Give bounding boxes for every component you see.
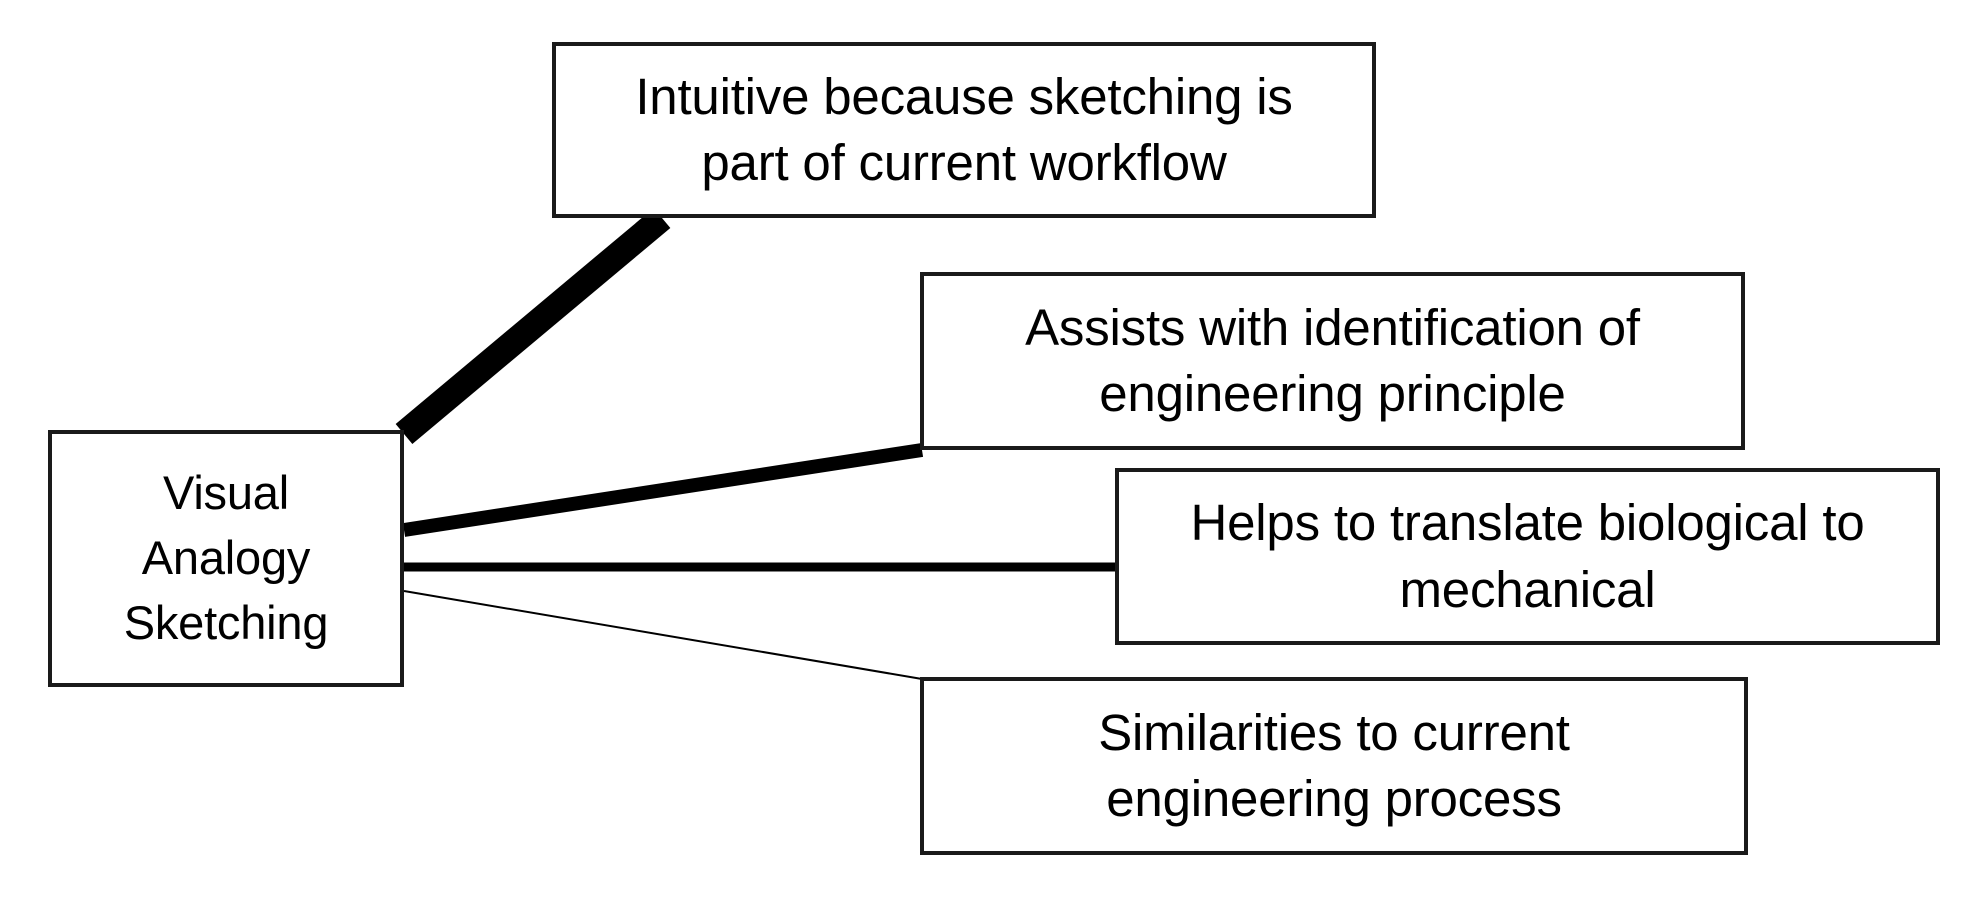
node-identification-engineering-principle-label: Assists with identification of engineeri… xyxy=(1025,298,1640,422)
node-visual-analogy-sketching-label: Visual Analogy Sketching xyxy=(123,466,329,649)
node-translate-biological-mechanical[interactable]: Helps to translate biological to mechani… xyxy=(1115,468,1940,645)
node-translate-biological-mechanical-label: Helps to translate biological to mechani… xyxy=(1190,494,1865,618)
edge-to-identification-engineering-principle xyxy=(402,443,924,537)
node-similarities-engineering-process-label: Similarities to current engineering proc… xyxy=(1098,703,1570,827)
edge-to-similarities-engineering-process xyxy=(403,590,923,680)
node-similarities-engineering-process[interactable]: Similarities to current engineering proc… xyxy=(920,677,1748,855)
node-identification-engineering-principle[interactable]: Assists with identification of engineeri… xyxy=(920,272,1745,450)
node-intuitive-workflow-label: Intuitive because sketching is part of c… xyxy=(635,67,1293,191)
node-visual-analogy-sketching[interactable]: Visual Analogy Sketching xyxy=(48,430,404,687)
node-intuitive-workflow[interactable]: Intuitive because sketching is part of c… xyxy=(552,42,1376,218)
edge-to-intuitive-workflow xyxy=(395,208,671,444)
